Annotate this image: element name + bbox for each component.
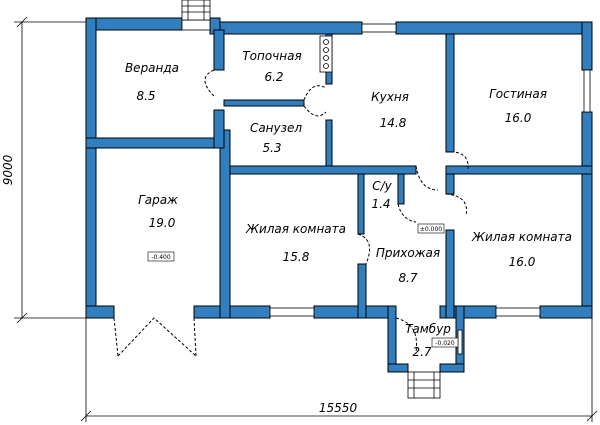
door-kitchen (445, 151, 469, 171)
level-mark-hall: ±0.000 (417, 223, 445, 234)
level-mark-vestibule: -0.020 (431, 337, 459, 348)
level-mark-garage: -0.400 (147, 251, 175, 262)
svg-text:±0.000: ±0.000 (420, 226, 442, 233)
room-bedroom2-name: Жилая комната (471, 230, 572, 244)
window-vestibule (457, 329, 463, 355)
entrance-stairs-top (181, 0, 211, 21)
doors (113, 69, 469, 357)
room-bedroom2-area: 16.0 (509, 255, 536, 269)
door-bedroom1 (357, 233, 371, 265)
svg-text:-0.400: -0.400 (151, 254, 171, 261)
room-wc-name: С/у (372, 179, 392, 193)
room-living-area: 16.0 (505, 111, 532, 125)
door-boiler (303, 85, 327, 101)
windows (181, 19, 591, 355)
room-garage-name: Гараж (138, 193, 178, 207)
walls (85, 17, 593, 373)
dimension-lines (14, 16, 598, 422)
door-bedroom2 (445, 193, 468, 217)
room-kitchen-name: Кухня (371, 90, 409, 104)
width-dimension-label: 15550 (319, 401, 358, 415)
window-bedroom2-a (495, 307, 541, 317)
garage-gate-left (113, 317, 119, 357)
room-vestibule-area: 2.7 (412, 345, 431, 359)
room-veranda-area: 8.5 (136, 89, 155, 103)
door-bath (303, 105, 327, 117)
window-bedroom1 (269, 307, 315, 317)
partition-lines (224, 99, 304, 107)
entrance-stairs-bottom (407, 371, 441, 399)
room-bath-area: 5.3 (262, 141, 281, 155)
room-living-name: Гостиная (489, 87, 547, 101)
room-wc-area: 1.4 (371, 197, 390, 211)
window-living (583, 69, 591, 113)
room-hall-area: 8.7 (398, 271, 417, 285)
room-boiler-area: 6.2 (264, 70, 283, 84)
door-wc (397, 203, 417, 223)
room-veranda-name: Веранда (125, 61, 179, 75)
room-bath-name: Санузел (250, 121, 302, 135)
garage-gate-right (193, 317, 197, 357)
room-bedroom1-area: 15.8 (283, 250, 310, 264)
stove-icon (319, 35, 333, 73)
room-hall-name: Прихожая (376, 246, 440, 260)
room-boiler-name: Топочная (242, 49, 301, 63)
room-kitchen-area: 14.8 (380, 116, 407, 130)
door-vestibule (395, 317, 418, 353)
room-vestibule-name: Тамбур (405, 322, 451, 336)
garage-gate-center (117, 317, 197, 357)
window-kitchen (361, 23, 397, 33)
room-garage-area: 19.0 (149, 216, 176, 230)
door-veranda (204, 69, 215, 97)
window-veranda (181, 19, 211, 31)
height-dimension-label: 9000 (1, 154, 15, 185)
svg-text:-0.020: -0.020 (435, 340, 455, 347)
room-bedroom1-name: Жилая комната (245, 222, 346, 236)
door-living (415, 165, 439, 191)
